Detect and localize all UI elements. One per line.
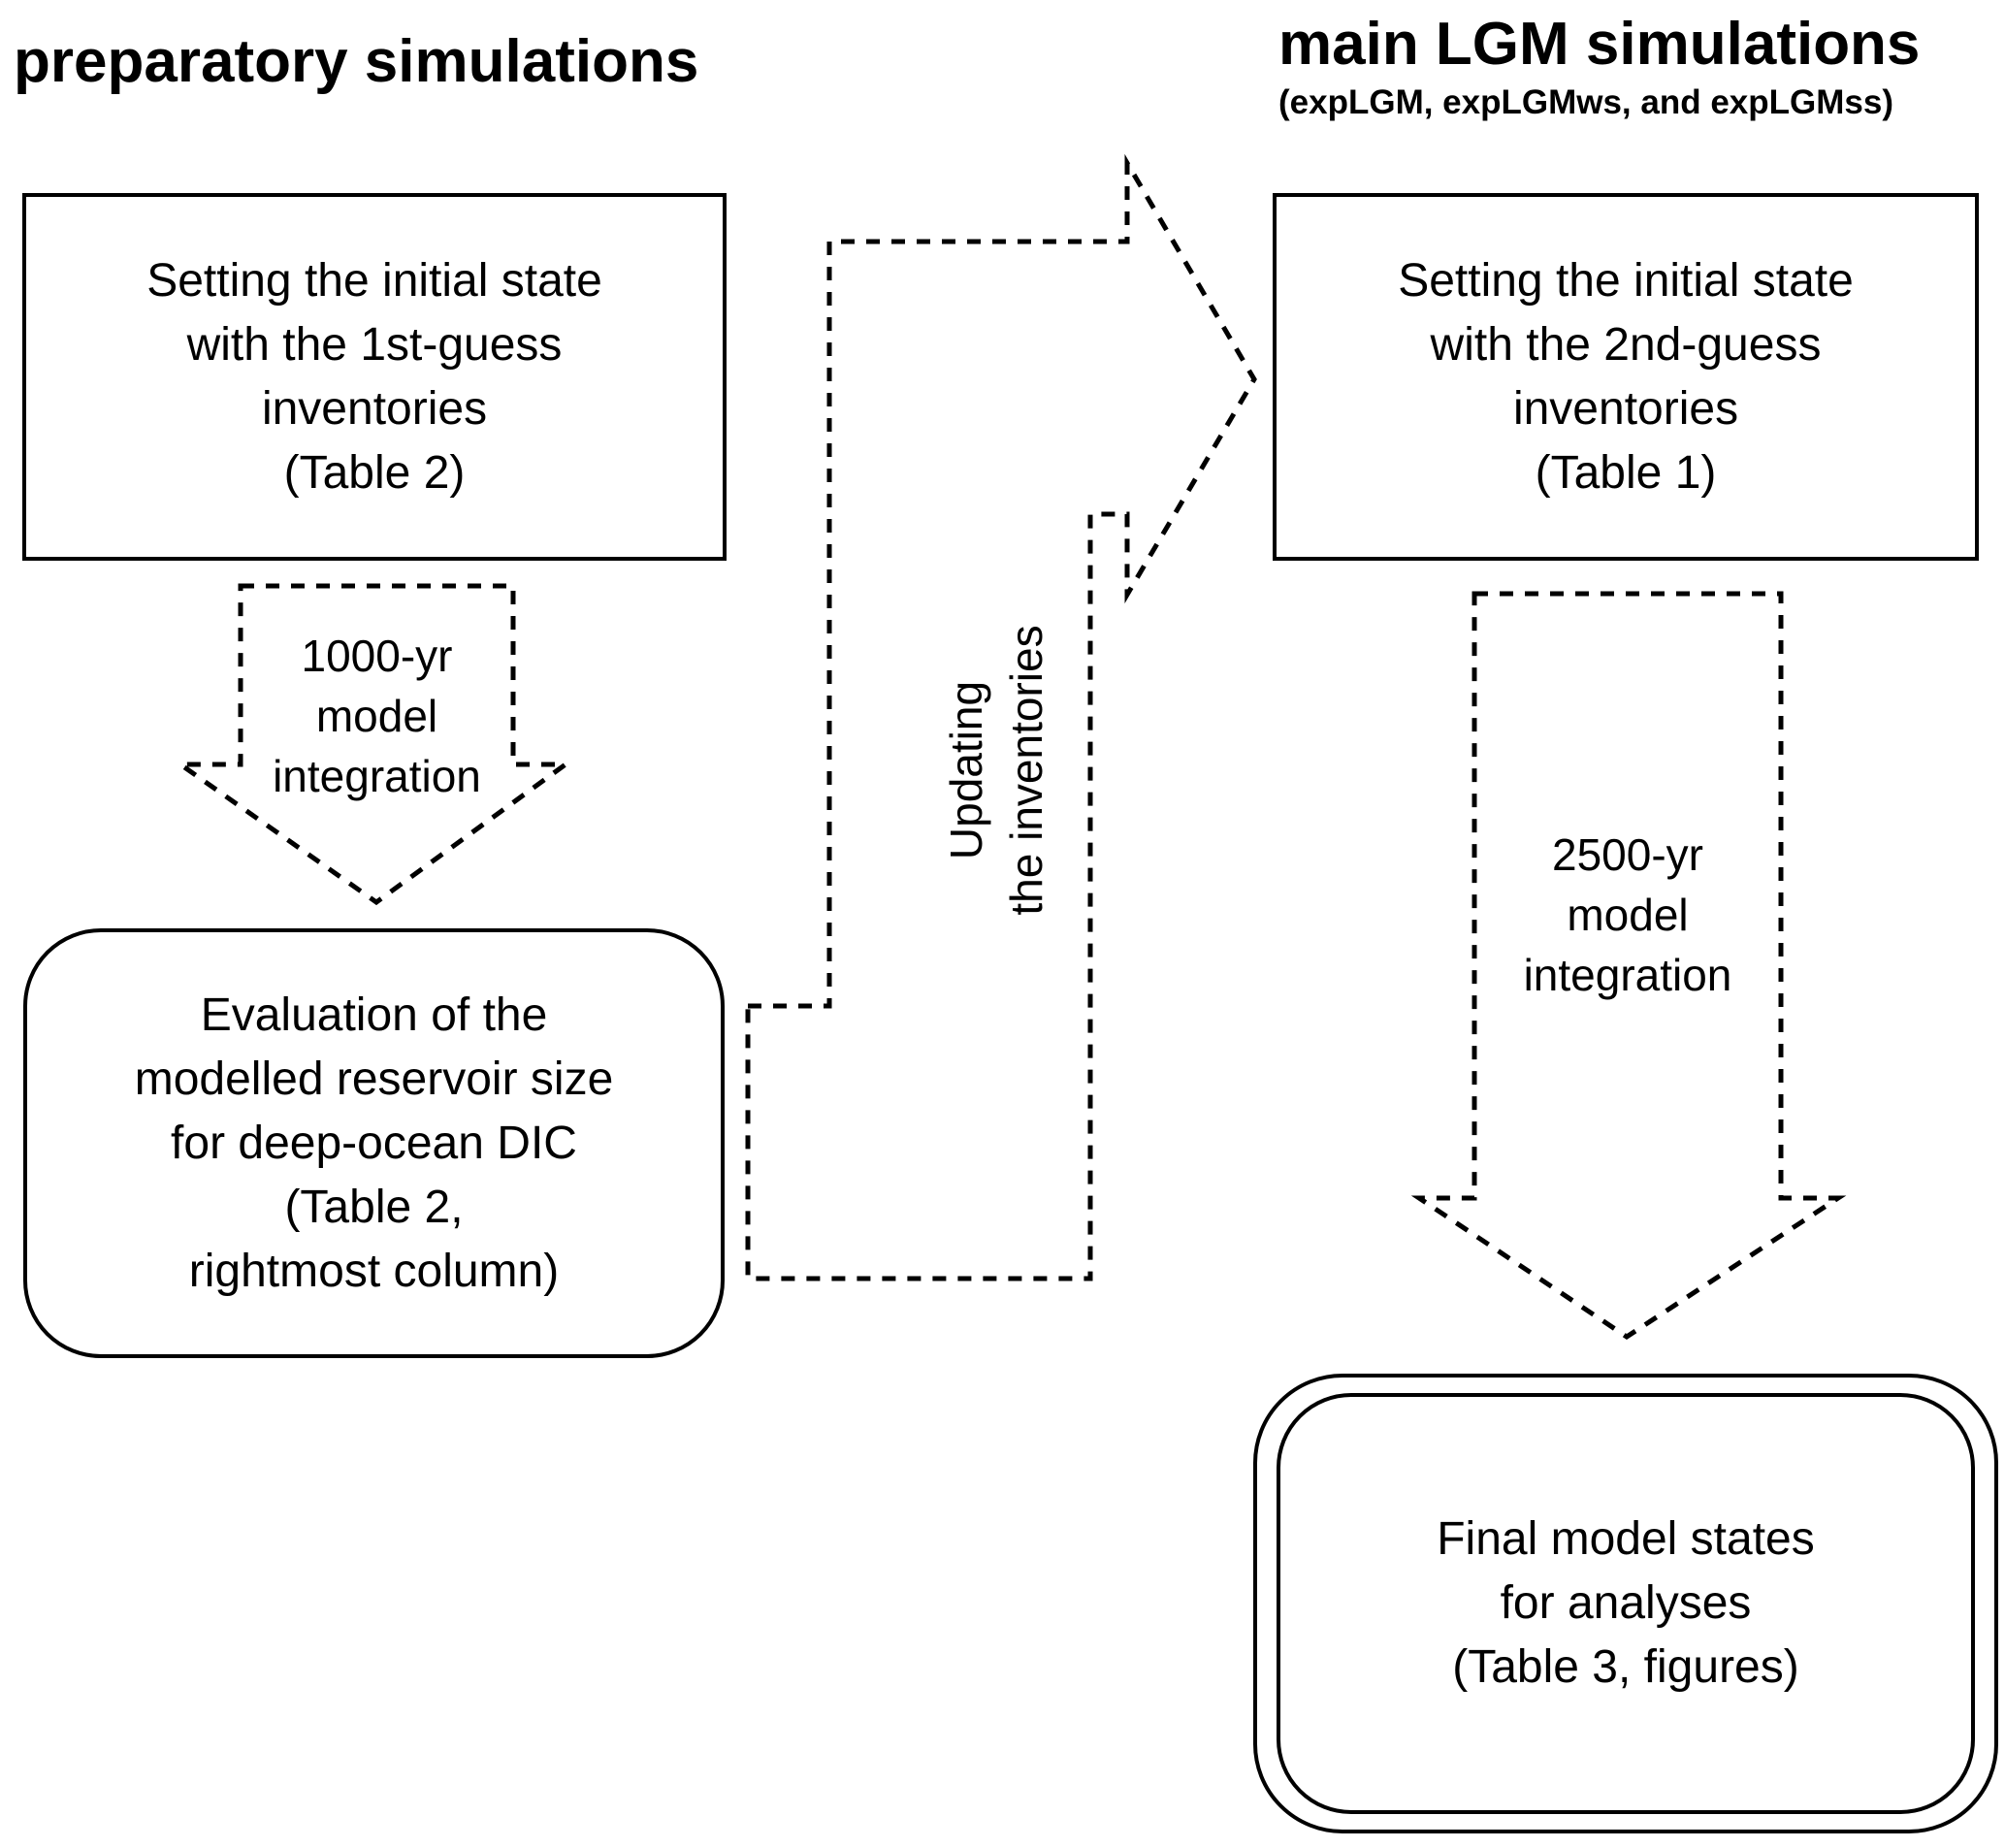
label-initial-state-second: Setting the initial state with the 2nd-g…	[1398, 254, 1854, 499]
box-final-states-outer	[1253, 1374, 1998, 1833]
box-final-states-inner	[1277, 1393, 1975, 1814]
arrow-integration-2500	[1410, 591, 1847, 1340]
arrow-updating-inventories	[745, 153, 1257, 1281]
label-evaluation: Evaluation of the modelled reservoir siz…	[134, 989, 614, 1297]
label-integration-1000: 1000-yr model integration	[273, 631, 481, 801]
subheading-experiment-list: (expLGM, expLGMws, and expLGMss)	[1278, 83, 1893, 121]
label-updating-inventories: Updating the inventories	[941, 625, 1051, 916]
label-integration-2500: 2500-yr model integration	[1523, 829, 1732, 1000]
label-initial-state-first: Setting the initial state with the 1st-g…	[146, 254, 602, 499]
box-initial-state-second	[1273, 193, 1979, 561]
label-final-states: Final model states for analyses (Table 3…	[1437, 1513, 1815, 1693]
box-evaluation	[23, 928, 725, 1358]
heading-preparatory-simulations: preparatory simulations	[14, 28, 699, 95]
heading-main-lgm-simulations: main LGM simulations	[1278, 11, 1921, 78]
box-initial-state-first	[22, 193, 727, 561]
